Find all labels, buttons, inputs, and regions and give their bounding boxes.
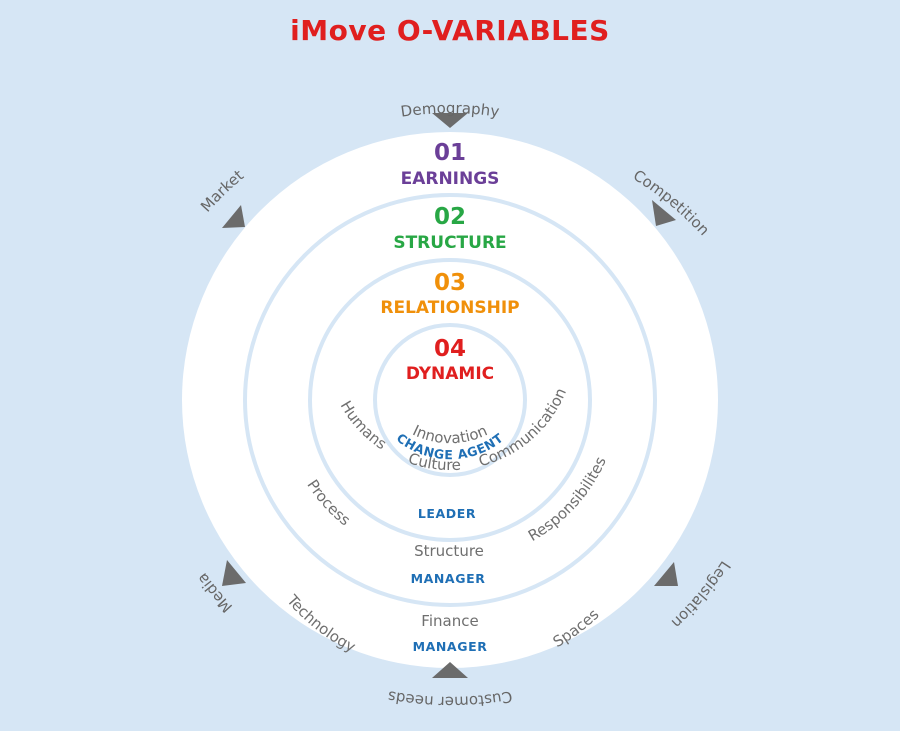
earnings-role-manager: MANAGER <box>413 639 488 654</box>
media-arrow-icon <box>222 560 246 586</box>
level-04-number: 04 <box>434 336 466 362</box>
level-02-number: 02 <box>434 204 466 230</box>
legislation-arrow-icon <box>654 562 678 586</box>
ring-structure <box>308 258 592 542</box>
structure-item-structure: Structure <box>414 542 484 560</box>
relationship-role-leader: LEADER <box>418 506 476 521</box>
outer-circle <box>182 132 718 668</box>
ring-relationship <box>373 323 527 477</box>
level-03-number: 03 <box>434 270 466 296</box>
diagram-title: iMove O-VARIABLES <box>290 14 610 47</box>
market-arrow-icon <box>222 205 245 228</box>
demography-arrow-icon <box>432 113 468 128</box>
earnings-item-finance: Finance <box>421 612 478 630</box>
level-01-number: 01 <box>434 140 466 166</box>
competition-arrow-icon <box>652 200 676 226</box>
level-01-label: EARNINGS <box>401 169 500 189</box>
level-03-label: RELATIONSHIP <box>380 298 519 318</box>
level-02-label: STRUCTURE <box>393 233 506 253</box>
ring-earnings <box>243 193 657 607</box>
factor-legislation: Legislation <box>668 558 735 632</box>
structure-role-manager: MANAGER <box>411 571 486 586</box>
customer-needs-arrow-icon <box>432 662 468 678</box>
level-04-label: DYNAMIC <box>406 364 494 384</box>
factor-demography: Demography <box>400 99 501 121</box>
factor-customer-needs: Customer needs <box>386 687 513 711</box>
